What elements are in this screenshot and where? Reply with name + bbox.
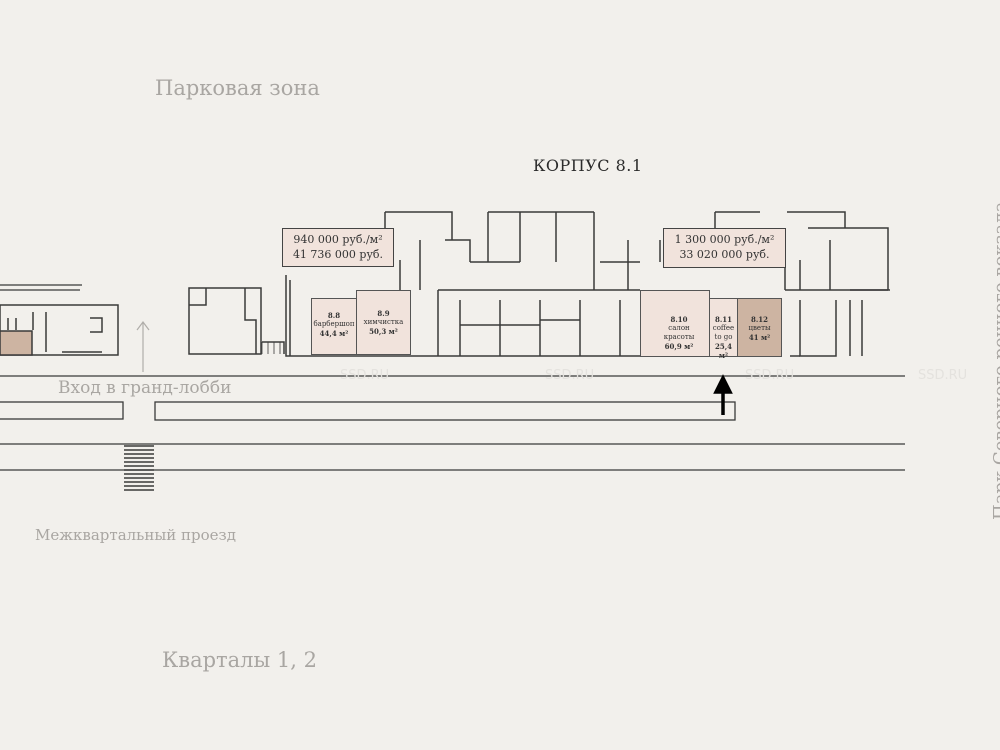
unit-8-10[interactable]: 8.10 салон красоты 60,9 м²	[640, 290, 710, 357]
unit-8-8[interactable]: 8.8 барбершоп 44,4 м²	[311, 298, 357, 355]
unit-number: 8.9	[377, 309, 390, 318]
quarters-label: Кварталы 1, 2	[162, 648, 317, 672]
entry-label: Вход в гранд-лобби	[58, 378, 232, 398]
unit-name: цветы	[748, 324, 771, 332]
unit-area: 25,4 м²	[714, 342, 733, 360]
stairs	[124, 445, 154, 491]
unit-name: химчистка	[363, 318, 404, 326]
watermark: SSD.RU	[918, 368, 968, 383]
unit-number: 8.11	[714, 315, 733, 324]
watermark: SSD.RU	[545, 368, 595, 383]
watermark: SSD.RU	[340, 368, 390, 383]
entrance-arrow-icon	[713, 374, 733, 415]
unit-area: 41 м²	[748, 333, 771, 342]
unit-name: барбершоп	[313, 320, 355, 328]
river-park-label: Парк Северного речного вокзала	[990, 201, 1000, 520]
unit-number: 8.8	[327, 311, 341, 320]
unit-8-9[interactable]: 8.9 химчистка 50,3 м²	[356, 290, 411, 355]
unit-number: 8.12	[750, 315, 769, 324]
unit-name: салон красоты	[663, 324, 695, 341]
watermark: SSD.RU	[745, 368, 795, 383]
left-unit-highlight	[0, 330, 33, 356]
price-box-2: 1 300 000 руб./м² 33 020 000 руб.	[663, 228, 786, 268]
price-box-1: 940 000 руб./м² 41 736 000 руб.	[282, 228, 394, 267]
price-per-sqm: 1 300 000 руб./м²	[674, 233, 775, 246]
unit-area: 44,4 м²	[319, 329, 349, 338]
price-total: 41 736 000 руб.	[292, 248, 384, 261]
unit-area: 60,9 м²	[664, 342, 694, 351]
unit-8-11[interactable]: 8.11 coffee to go 25,4 м²	[709, 298, 738, 360]
unit-number: 8.10	[670, 315, 688, 324]
price-per-sqm: 940 000 руб./м²	[293, 233, 383, 246]
building-title: КОРПУС 8.1	[533, 156, 643, 175]
unit-8-12[interactable]: 8.12 цветы 41 м²	[737, 298, 782, 357]
unit-area: 50,3 м²	[369, 327, 398, 336]
park-zone-label: Парковая зона	[155, 76, 320, 100]
passage-label: Межквартальный проезд	[35, 526, 236, 544]
unit-name: coffee to go	[712, 324, 735, 341]
price-total: 33 020 000 руб.	[679, 248, 770, 261]
